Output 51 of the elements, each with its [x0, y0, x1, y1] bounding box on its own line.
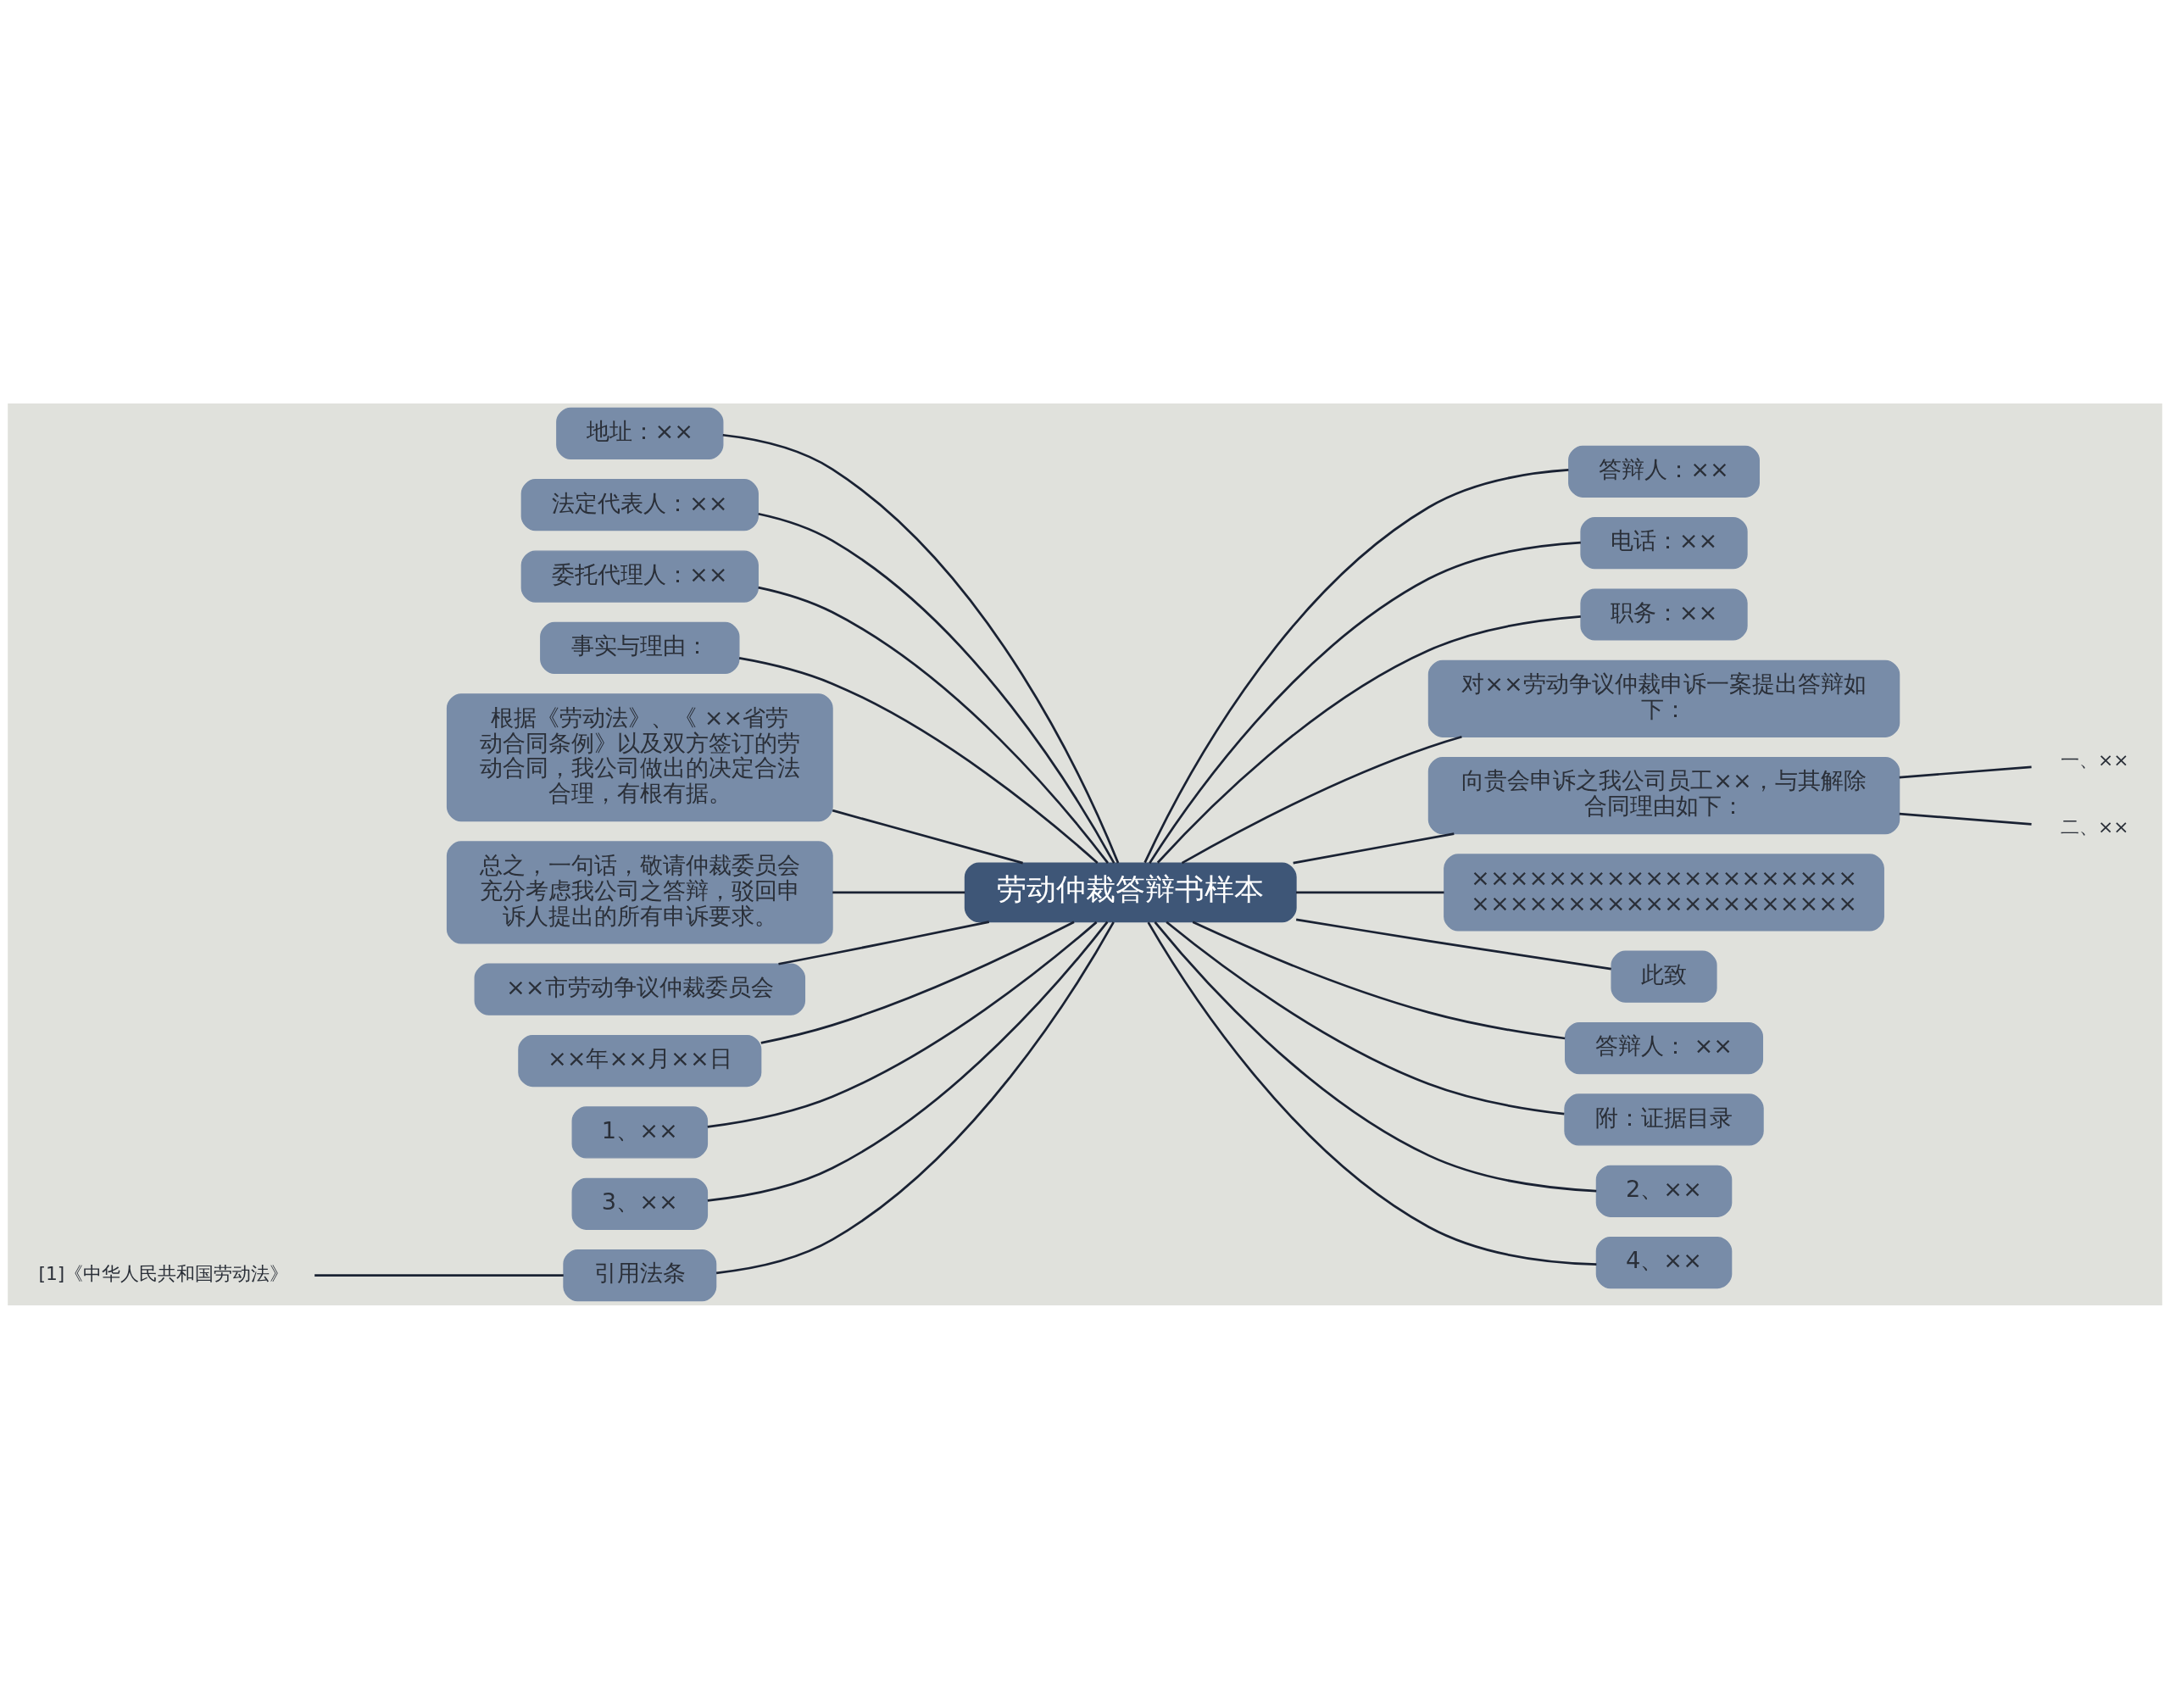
node-box: 答辩人： ××: [1565, 1021, 1764, 1074]
node-box: 2、××: [1595, 1165, 1733, 1217]
connector: [715, 921, 1115, 1274]
node-box: 事实与理由：: [540, 621, 740, 674]
node-box: 3、××: [571, 1177, 709, 1230]
node-box: ××市劳动争议仲裁委员会: [474, 963, 806, 1015]
connector: [707, 921, 1098, 1128]
node-box: 地址：××: [556, 407, 724, 459]
node-box: 向贵会申诉之我公司员工××，与其解除合同理由如下：: [1427, 756, 1900, 834]
connector: [758, 512, 1116, 864]
node-box: 总之，一句话，敬请仲裁委员会充分考虑我公司之答辩，驳回申诉人提出的所有申诉要求。: [446, 840, 833, 943]
node-box: 答辩人：××: [1568, 445, 1760, 498]
node-box: ××年××月××日: [518, 1034, 762, 1087]
node-box: ××××××××××××××××××××××××××××××××××××××××: [1444, 853, 1884, 931]
connector: [1166, 921, 1565, 1115]
connector: [1192, 921, 1566, 1039]
connector: [1143, 468, 1569, 863]
connector: [722, 433, 1120, 864]
connector: [314, 1273, 564, 1277]
connector: [1154, 921, 1597, 1192]
connector: [760, 921, 1075, 1044]
connector: [1296, 891, 1444, 893]
node-box: 1、××: [571, 1105, 709, 1158]
connector: [1181, 735, 1462, 864]
connector: [778, 920, 990, 965]
node-box: 此致: [1611, 950, 1717, 1003]
connector: [1295, 918, 1611, 970]
connector: [1149, 541, 1581, 864]
node-text: [1]《中华人民共和国劳动法》: [38, 1262, 289, 1284]
node-box: 4、××: [1595, 1236, 1733, 1288]
node-box: 附：证据目录: [1564, 1093, 1764, 1146]
node-box: 电话：××: [1580, 516, 1748, 569]
connector: [707, 921, 1109, 1202]
connector: [738, 656, 1099, 864]
connector: [1899, 812, 2032, 826]
connector: [758, 586, 1109, 864]
node-box: 法定代表人：××: [520, 478, 759, 531]
node-box: 引用法条: [563, 1249, 717, 1301]
connector: [832, 891, 965, 893]
node-box: 职务：××: [1580, 587, 1748, 641]
connector: [1156, 615, 1581, 864]
connector: [1899, 765, 2032, 778]
connector: [832, 809, 1023, 864]
node-box: 根据《劳动法》、《 ××省劳动合同条例》以及双方签订的劳动合同，我公司做出的决定合法合理，有根有据。: [446, 693, 833, 821]
connector: [1147, 921, 1597, 1266]
node-box: 劳动仲裁答辩书样本: [964, 862, 1297, 922]
node-text: 二、××: [2060, 815, 2129, 837]
node-text: 一、××: [2060, 748, 2129, 771]
node-box: 委托代理人：××: [520, 550, 759, 603]
node-box: 对××劳动争议仲裁申诉一案提出答辩如下：: [1427, 659, 1900, 737]
connector: [1293, 832, 1455, 864]
